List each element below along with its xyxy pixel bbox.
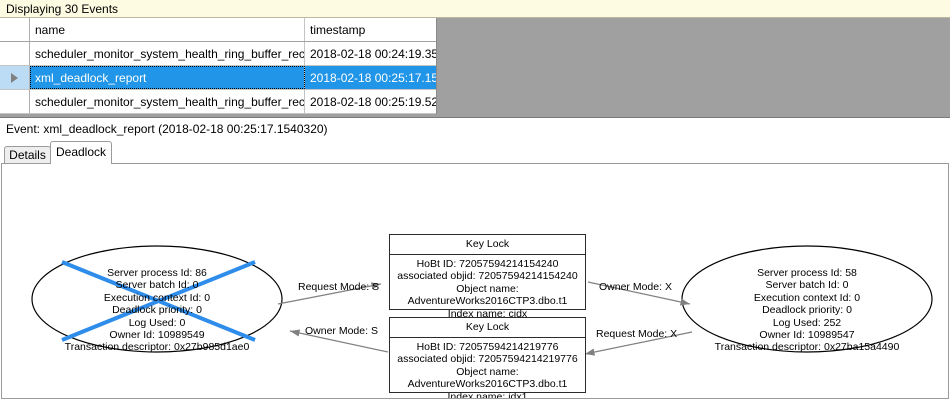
row-selector[interactable] (0, 90, 30, 113)
edge-request-x-line (584, 331, 693, 356)
process-left-line-4: Log Used: 0 (128, 316, 186, 329)
tab-deadlock[interactable]: Deadlock (50, 141, 112, 164)
keylock-top-body: HoBt ID: 72057594214154240 associated ob… (390, 255, 585, 320)
table-row[interactable]: scheduler_monitor_system_health_ring_buf… (0, 90, 436, 114)
tabstrip: Details Deadlock (0, 139, 950, 164)
edge-label-owner-mode-x: Owner Mode: X (599, 281, 672, 293)
process-left-line-0: Server process Id: 86 (107, 267, 207, 279)
table-row[interactable]: scheduler_monitor_system_health_ring_buf… (0, 42, 436, 66)
process-left-line-2: Execution context Id: 0 (103, 291, 211, 304)
keylock-bottom-body: HoBt ID: 72057594214219776 associated ob… (390, 338, 585, 399)
process-left-line-3: Deadlock priority: 0 (112, 304, 202, 317)
keylock-top-line-3: Index name: cidx (447, 307, 528, 320)
row-selector[interactable] (0, 66, 30, 89)
edge-label-owner-mode-s: Owner Mode: S (305, 325, 378, 337)
edge-label-request-mode-s: Request Mode: S (298, 281, 380, 293)
cell-timestamp[interactable]: 2018-02-18 00:25:17.1540320 (305, 66, 436, 89)
grid-header-row: name timestamp (0, 18, 436, 42)
edge-owner-s-line (289, 329, 389, 353)
keylock-bottom-line-0: HoBt ID: 72057594214219776 (416, 341, 559, 353)
grid-header-name[interactable]: name (30, 18, 305, 41)
keylock-bottom-title: Key Lock (390, 318, 585, 338)
events-banner: Displaying 30 Events (0, 0, 950, 18)
process-left-line-6: Transaction descriptor: 0x27b985d1ae0 (64, 341, 250, 354)
process-left-line-5: Owner Id: 10989549 (109, 329, 205, 342)
deadlock-graph-svg (31, 245, 933, 356)
process-right-line-4: Log Used: 252 (772, 316, 842, 329)
keylock-bottom-line-2: Object name: AdventureWorks2016CTP3.dbo.… (407, 365, 568, 391)
current-row-arrow-icon (11, 73, 18, 83)
deadlock-graph-canvas[interactable]: Server process Id: 86 Server batch Id: 0… (1, 163, 949, 399)
events-grid[interactable]: name timestamp scheduler_monitor_system_… (0, 18, 437, 114)
edge-label-request-mode-x: Request Mode: X (596, 328, 678, 340)
process-node-right-label: Server process Id: 58 Server batch Id: 0… (692, 267, 922, 354)
cell-name[interactable]: xml_deadlock_report (30, 66, 305, 89)
keylock-top-title: Key Lock (390, 235, 585, 255)
keylock-bottom-line-1: associated objid: 72057594214219776 (397, 353, 578, 366)
event-caption: Event: xml_deadlock_report (2018-02-18 0… (0, 119, 950, 139)
resource-node-keylock-top[interactable]: Key Lock HoBt ID: 72057594214154240 asso… (389, 234, 586, 320)
process-node-left-label: Server process Id: 86 Server batch Id: 0… (42, 267, 272, 354)
process-right-line-2: Execution context Id: 0 (753, 291, 861, 304)
events-grid-area: name timestamp scheduler_monitor_system_… (0, 18, 950, 118)
cell-name[interactable]: scheduler_monitor_system_health_ring_buf… (30, 90, 305, 113)
edge-owner-x-line (587, 281, 691, 306)
table-row[interactable]: xml_deadlock_report 2018-02-18 00:25:17.… (0, 66, 436, 90)
grid-header-selector (0, 18, 30, 41)
process-right-line-1: Server batch Id: 0 (765, 279, 849, 292)
edge-request-s-line (277, 282, 382, 305)
keylock-bottom-line-3: Index name: idx1 (447, 390, 528, 399)
process-left-line-1: Server batch Id: 0 (115, 279, 199, 292)
cell-timestamp[interactable]: 2018-02-18 00:24:19.3516078 (310, 47, 436, 61)
resource-node-keylock-bottom[interactable]: Key Lock HoBt ID: 72057594214219776 asso… (389, 317, 586, 398)
keylock-top-line-0: HoBt ID: 72057594214154240 (416, 258, 559, 270)
row-selector[interactable] (0, 42, 30, 65)
process-right-line-5: Owner Id: 10989547 (759, 329, 855, 342)
keylock-top-line-1: associated objid: 72057594214154240 (397, 270, 578, 283)
events-count-label: Displaying 30 Events (6, 2, 119, 16)
victim-cross-stroke-2 (61, 260, 256, 342)
process-right-line-6: Transaction descriptor: 0x27ba15a4490 (714, 341, 900, 354)
cell-timestamp[interactable]: 2018-02-18 00:25:19.5276859 (310, 95, 436, 109)
grid-header-timestamp[interactable]: timestamp (310, 23, 366, 37)
cell-name[interactable]: scheduler_monitor_system_health_ring_buf… (30, 42, 305, 65)
process-right-line-0: Server process Id: 58 (757, 267, 857, 279)
process-right-line-3: Deadlock priority: 0 (762, 304, 852, 317)
tab-details[interactable]: Details (4, 146, 51, 164)
event-caption-label: Event: xml_deadlock_report (2018-02-18 0… (6, 122, 328, 136)
keylock-top-line-2: Object name: AdventureWorks2016CTP3.dbo.… (407, 282, 568, 308)
